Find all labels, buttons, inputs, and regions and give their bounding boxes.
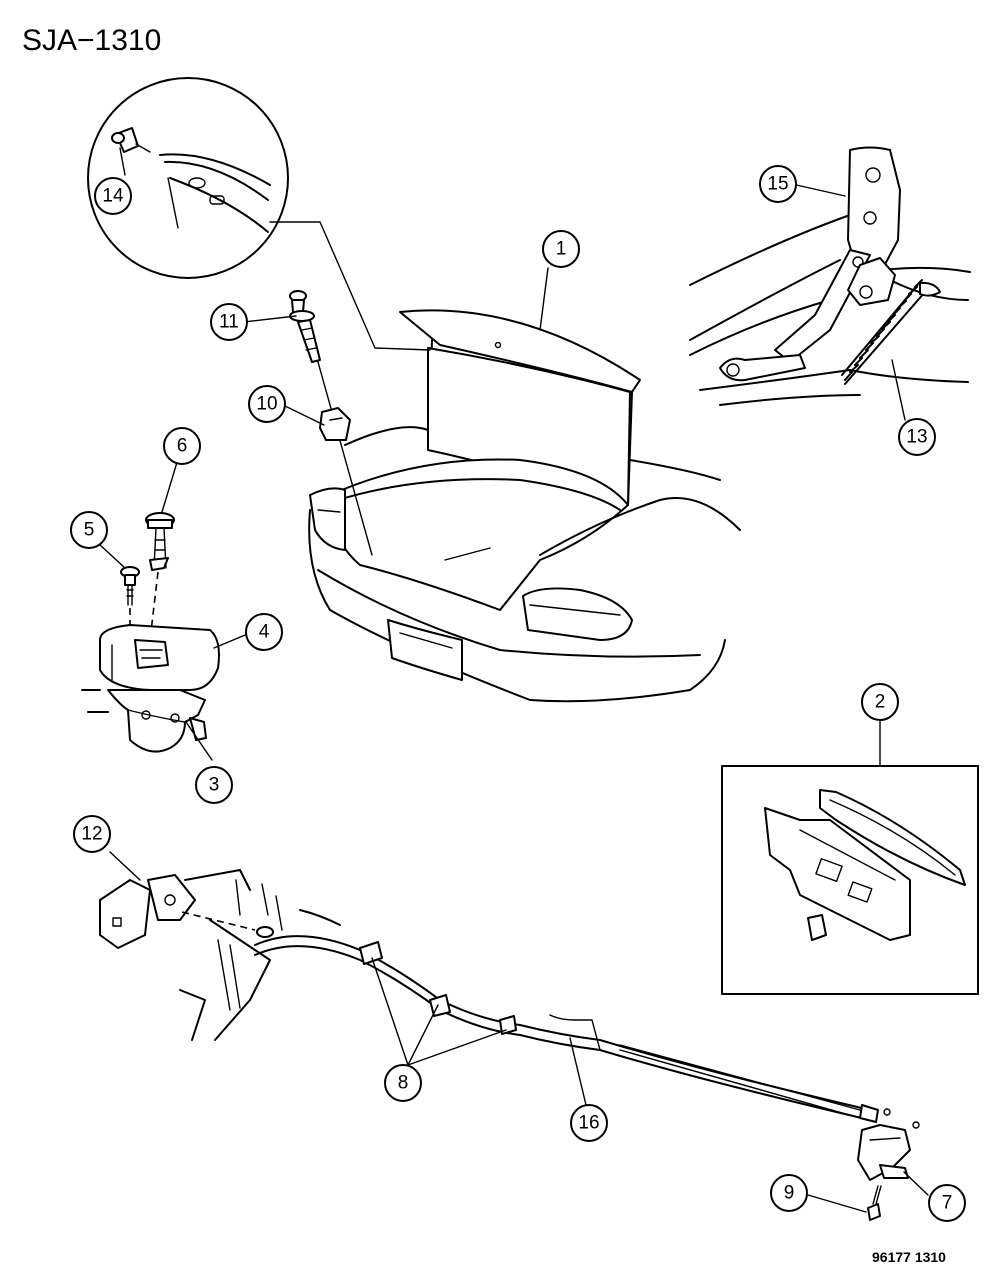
svg-text:7: 7 (942, 1193, 953, 1214)
hinge-assembly (689, 146, 971, 406)
callout-14: 14 (94, 177, 132, 215)
leader-lines (98, 147, 929, 1213)
bumper-and-striker (289, 290, 373, 556)
svg-text:16: 16 (578, 1113, 599, 1134)
svg-text:12: 12 (81, 824, 102, 845)
diagram-title: SJA−1310 (22, 24, 161, 57)
svg-text:8: 8 (398, 1073, 409, 1094)
svg-text:13: 13 (906, 427, 927, 448)
callout-8: 8 (384, 1064, 422, 1102)
diagram-footer-code: 96177 1310 (872, 1249, 946, 1265)
callout-11: 11 (210, 303, 248, 341)
latch-assembly (81, 512, 220, 753)
callout-2: 2 (861, 683, 899, 721)
svg-text:9: 9 (784, 1183, 795, 1204)
release-latch-assembly (857, 1108, 920, 1221)
callout-4: 4 (245, 613, 283, 651)
callout-1: 1 (542, 230, 580, 268)
svg-text:2: 2 (875, 692, 886, 713)
svg-text:10: 10 (256, 394, 277, 415)
callout-10: 10 (248, 385, 286, 423)
svg-text:6: 6 (177, 436, 188, 457)
callout-3: 3 (195, 766, 233, 804)
svg-text:5: 5 (84, 520, 95, 541)
svg-text:14: 14 (102, 186, 124, 207)
callout-13: 13 (898, 418, 936, 456)
svg-text:15: 15 (767, 174, 788, 195)
release-handle-and-cable (99, 869, 879, 1123)
svg-text:1: 1 (556, 239, 567, 260)
callout-6: 6 (163, 427, 201, 465)
callout-9: 9 (770, 1174, 808, 1212)
callout-16: 16 (570, 1104, 608, 1142)
svg-text:4: 4 (259, 622, 270, 643)
callout-15: 15 (759, 165, 797, 203)
svg-text:11: 11 (219, 312, 239, 333)
callout-12: 12 (73, 815, 111, 853)
release-kit-inset (721, 765, 979, 995)
callout-7: 7 (928, 1184, 966, 1222)
weatherstrip-leader (269, 221, 431, 351)
vehicle-rear-trunk (308, 309, 741, 703)
callout-5: 5 (70, 511, 108, 549)
svg-text:3: 3 (209, 775, 220, 796)
detail-magnified-view (87, 77, 289, 279)
